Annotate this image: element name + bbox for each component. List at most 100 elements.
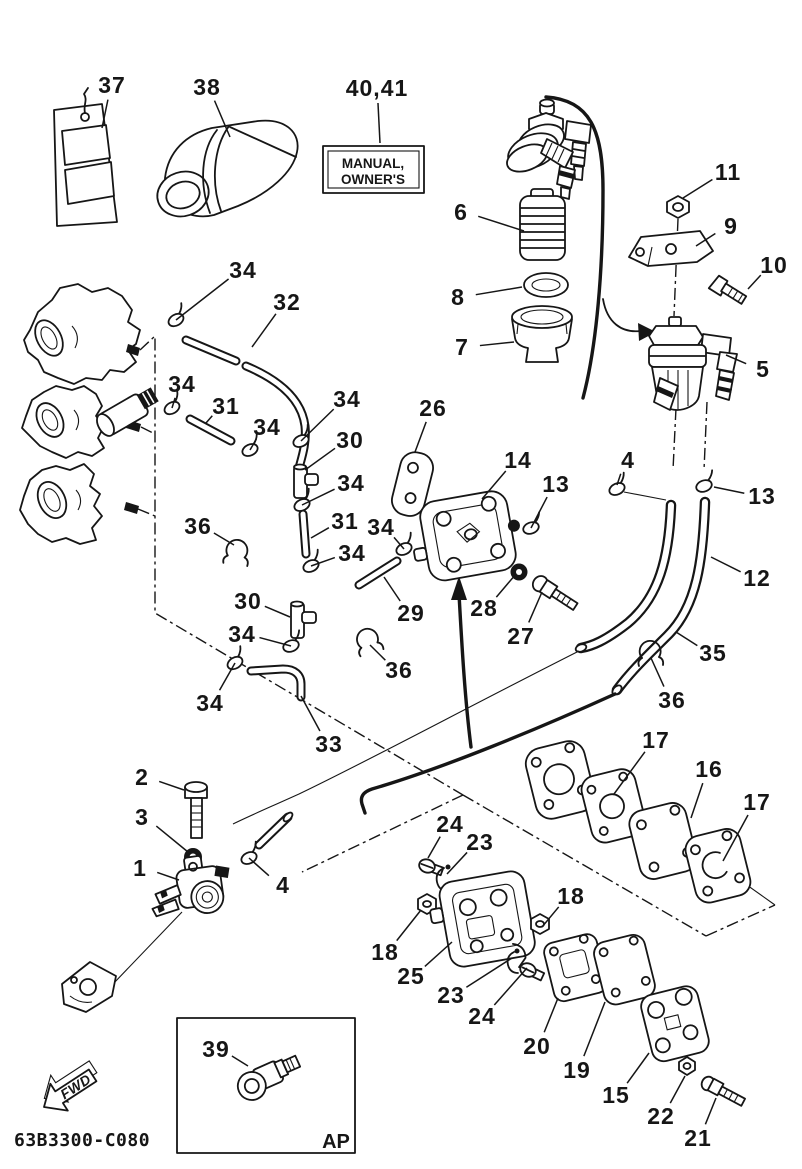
- part-number-label: 34: [338, 540, 366, 566]
- part-number-label: 8: [451, 284, 465, 310]
- diaphragm-19: [593, 934, 656, 1006]
- bolt-21: [700, 1075, 746, 1107]
- bolt-10: [707, 274, 748, 305]
- leader-line: [704, 1097, 717, 1125]
- part-number-label: 5: [756, 356, 770, 382]
- fuel-hoses-12-35: [574, 496, 711, 696]
- leader-line: [465, 957, 513, 988]
- leader-line: [300, 695, 321, 732]
- part-number-label: 31: [212, 393, 240, 419]
- part-number-label: 37: [98, 72, 126, 98]
- part-number-label: 36: [658, 687, 686, 713]
- leader-line: [669, 1075, 686, 1104]
- leader-line: [475, 286, 523, 296]
- nut-22: [678, 1056, 696, 1076]
- fuel-pump-14: [413, 490, 520, 582]
- part-number-label: 10: [760, 252, 788, 278]
- manual-label-line1: MANUAL,: [342, 156, 404, 171]
- leader-line: [626, 1052, 650, 1084]
- silencer-duct: [156, 119, 299, 218]
- part-number-label: 36: [184, 513, 212, 539]
- bolt-2: [184, 781, 208, 839]
- drawing-code: 63B3300-C080: [14, 1130, 150, 1151]
- part-number-label: 15: [602, 1082, 630, 1108]
- part-number-label: 25: [397, 963, 425, 989]
- part-number-label: 39: [202, 1036, 230, 1062]
- leader-line: [310, 527, 330, 539]
- leader-line: [710, 556, 741, 573]
- part-number-label: 1: [133, 855, 147, 881]
- leader-line: [427, 836, 441, 859]
- fuel-filter-assembly: [648, 316, 738, 411]
- leader-line: [231, 1055, 249, 1067]
- carburetor-25: [429, 870, 536, 969]
- breather-hoses: [181, 335, 402, 702]
- leader-line: [369, 644, 386, 661]
- leader-line: [530, 496, 548, 529]
- fitting-39: [236, 1054, 302, 1101]
- leader-line: [541, 906, 560, 928]
- leader-line: [205, 415, 213, 424]
- leader-line: [304, 447, 336, 471]
- part-number-label: 34: [367, 514, 395, 540]
- leader-line: [722, 814, 749, 862]
- leader-line: [218, 662, 236, 691]
- part-number-label: 35: [699, 640, 727, 666]
- fuel-cock-1: [112, 855, 230, 985]
- inset-box: AP: [176, 1017, 356, 1154]
- leader-line: [396, 909, 422, 942]
- warning-tag: [53, 87, 118, 227]
- leader-line: [301, 488, 335, 506]
- leader-line: [383, 576, 401, 602]
- part-number-label: 34: [228, 621, 256, 647]
- diaphragm-16: [628, 802, 698, 880]
- leader-line: [213, 532, 235, 546]
- leader-line: [249, 438, 257, 451]
- leader-line: [695, 232, 716, 247]
- leader-line: [213, 100, 231, 138]
- part-number-label: 24: [468, 1003, 496, 1029]
- leader-line: [543, 997, 559, 1033]
- leader-line: [446, 851, 468, 875]
- leader-line: [682, 178, 713, 199]
- part-number-label: 22: [647, 1103, 675, 1129]
- part-number-label: 17: [743, 789, 771, 815]
- part-number-label: 24: [436, 811, 464, 837]
- leader-line: [495, 573, 517, 598]
- part-number-label: 23: [466, 829, 494, 855]
- pump-gasket-26: [391, 451, 434, 517]
- inset-corner-label: AP: [322, 1131, 350, 1153]
- part-number-label: 34: [196, 690, 224, 716]
- part-number-label: 28: [470, 595, 498, 621]
- leader-line: [650, 657, 665, 687]
- part-number-label: 34: [168, 371, 196, 397]
- part-number-label: 26: [419, 395, 447, 421]
- part-number-label: 3: [135, 804, 149, 830]
- part-number-label: 34: [333, 386, 361, 412]
- assembly-arrow-center: [451, 576, 473, 749]
- fwd-arrow: FWD: [43, 1060, 98, 1112]
- part-number-label: 14: [504, 447, 532, 473]
- part-number-label: 36: [385, 657, 413, 683]
- nut-18b: [530, 913, 550, 935]
- part-number-label: 38: [193, 74, 221, 100]
- leader-line: [248, 857, 270, 877]
- t-joint-30a: [293, 463, 319, 499]
- part-number-label: 16: [695, 756, 723, 782]
- part-number-label: 30: [234, 588, 262, 614]
- leader-line: [479, 341, 515, 347]
- part-number-label: 12: [743, 565, 771, 591]
- part-number-label: 13: [748, 483, 776, 509]
- part-number-label: 23: [437, 982, 465, 1008]
- part-number-label: 27: [507, 623, 535, 649]
- leader-line: [713, 486, 745, 494]
- bracket-9: [628, 230, 714, 267]
- association-lines: [137, 218, 776, 937]
- leader-line: [158, 780, 185, 791]
- leader-line: [725, 354, 747, 365]
- leader-line: [393, 536, 405, 550]
- leader-line: [481, 470, 507, 500]
